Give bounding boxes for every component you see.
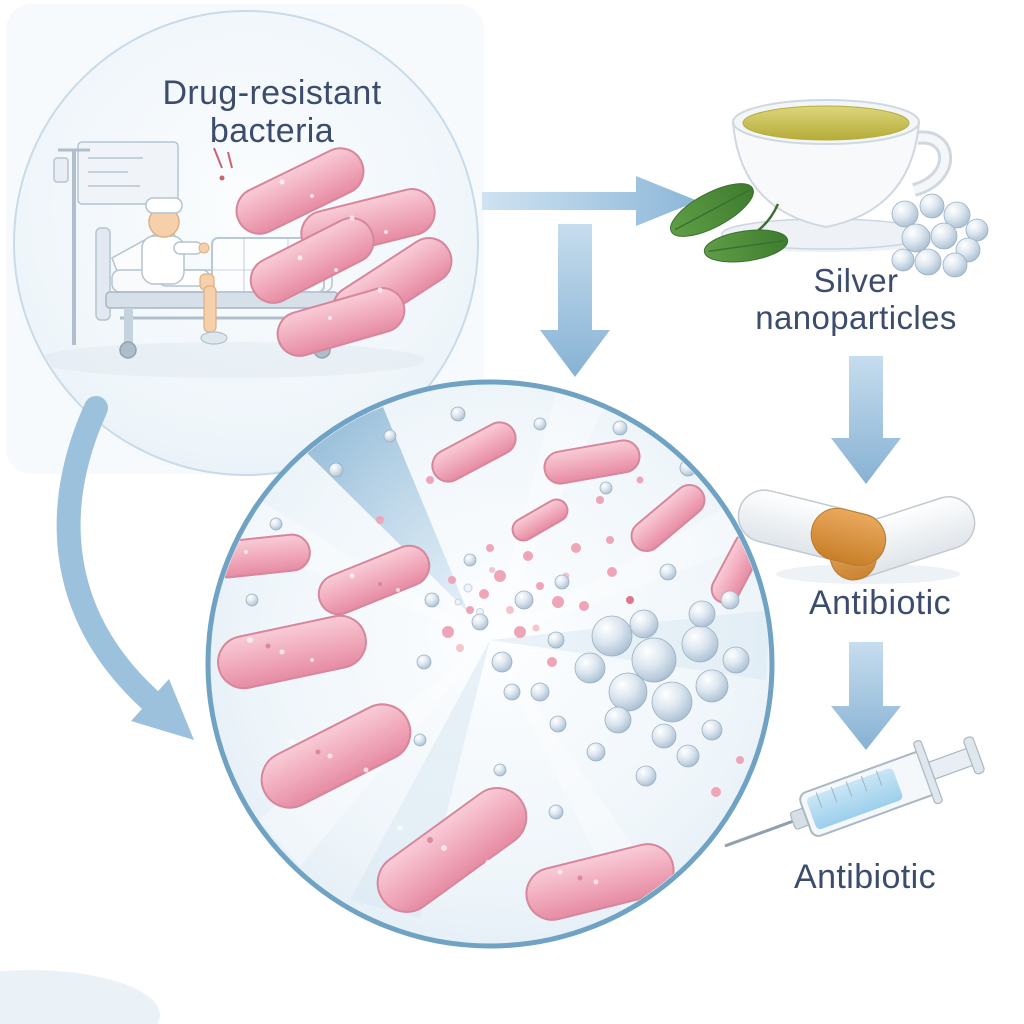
antibiotic-capsule-label: Antibiotic <box>809 584 951 622</box>
magnified-view-node <box>205 379 775 949</box>
silver-nanoparticle-spheres <box>891 193 989 278</box>
silver-label-line1: Silver <box>814 262 899 299</box>
tea-leaves <box>670 183 789 263</box>
bacteria-cluster-top <box>235 147 453 357</box>
arrow-hospital-to-magnified-curved <box>56 396 194 740</box>
syringe-needle <box>724 818 797 848</box>
hospital-label-line2: bacteria <box>210 112 334 150</box>
arrow-hospital-to-silver <box>482 176 698 226</box>
syringe-liquid <box>807 768 903 830</box>
magnified-circle <box>205 379 775 949</box>
antibiotic-syringe-label: Antibiotic <box>794 858 936 896</box>
hospital-node: Drug-resistant bacteria <box>13 10 479 476</box>
arrow-silver-to-capsule <box>831 356 901 484</box>
antibiotic-syringe-node: Antibiotic <box>724 736 985 896</box>
arrow-capsule-to-syringe <box>831 642 901 750</box>
tea-surface <box>742 105 910 141</box>
arrow-hospital-to-magnified <box>540 224 610 377</box>
silver-nanoparticles-node: Silver nanoparticles <box>670 99 989 336</box>
bacteria-fragments <box>376 466 744 797</box>
silver-label-line2: nanoparticles <box>755 299 957 336</box>
patient-figure <box>141 197 228 345</box>
tea-cup <box>731 99 953 229</box>
red-vital-marks <box>213 147 233 181</box>
floor-shadow <box>35 342 425 378</box>
cup-body <box>731 121 921 229</box>
bacteria-cluster-magnified <box>211 421 764 921</box>
magnified-contents <box>211 392 769 922</box>
hospital-label-line1: Drug-resistant <box>162 74 381 112</box>
antibiotic-capsule-node: Antibiotic <box>737 489 976 622</box>
medical-equipment <box>53 141 179 345</box>
capsule-orange-white <box>737 489 887 567</box>
nanoparticle-cluster-magnified <box>245 406 750 820</box>
syringe <box>724 736 985 848</box>
hospital-room-illustration <box>35 141 453 378</box>
background-wash-bottomleft <box>0 970 160 1024</box>
